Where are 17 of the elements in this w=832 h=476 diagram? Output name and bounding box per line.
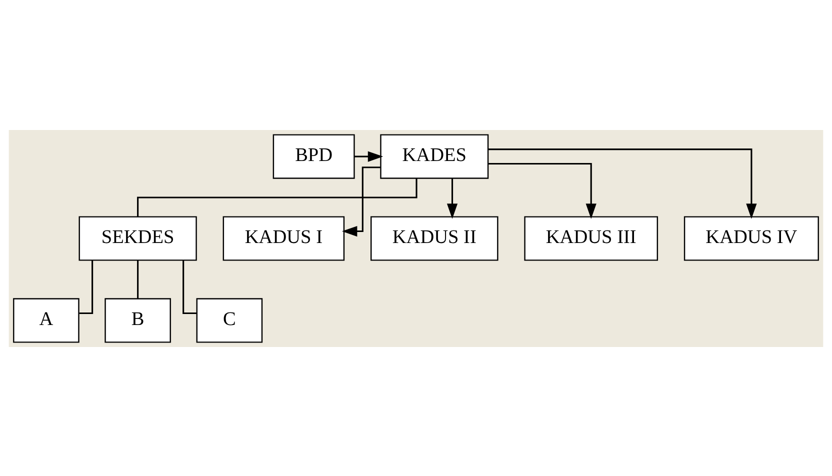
node-box: KADUS IV [684, 216, 819, 260]
arrow [354, 150, 384, 162]
node-box: KADES [380, 134, 489, 178]
arrow [342, 166, 380, 236]
arrow [446, 178, 458, 218]
connector [137, 260, 139, 298]
node-box: KADUS II [370, 216, 498, 260]
arrow [488, 148, 757, 218]
node-box: KADUS I [222, 216, 345, 260]
connector [137, 178, 418, 216]
node-box: A [13, 298, 80, 342]
node-box: SEKDES [78, 216, 197, 260]
node-box: B [104, 298, 171, 342]
node-box: C [196, 298, 263, 342]
node-box: KADUS III [524, 216, 658, 260]
node-box: BPD [272, 134, 355, 178]
arrow [488, 162, 596, 218]
